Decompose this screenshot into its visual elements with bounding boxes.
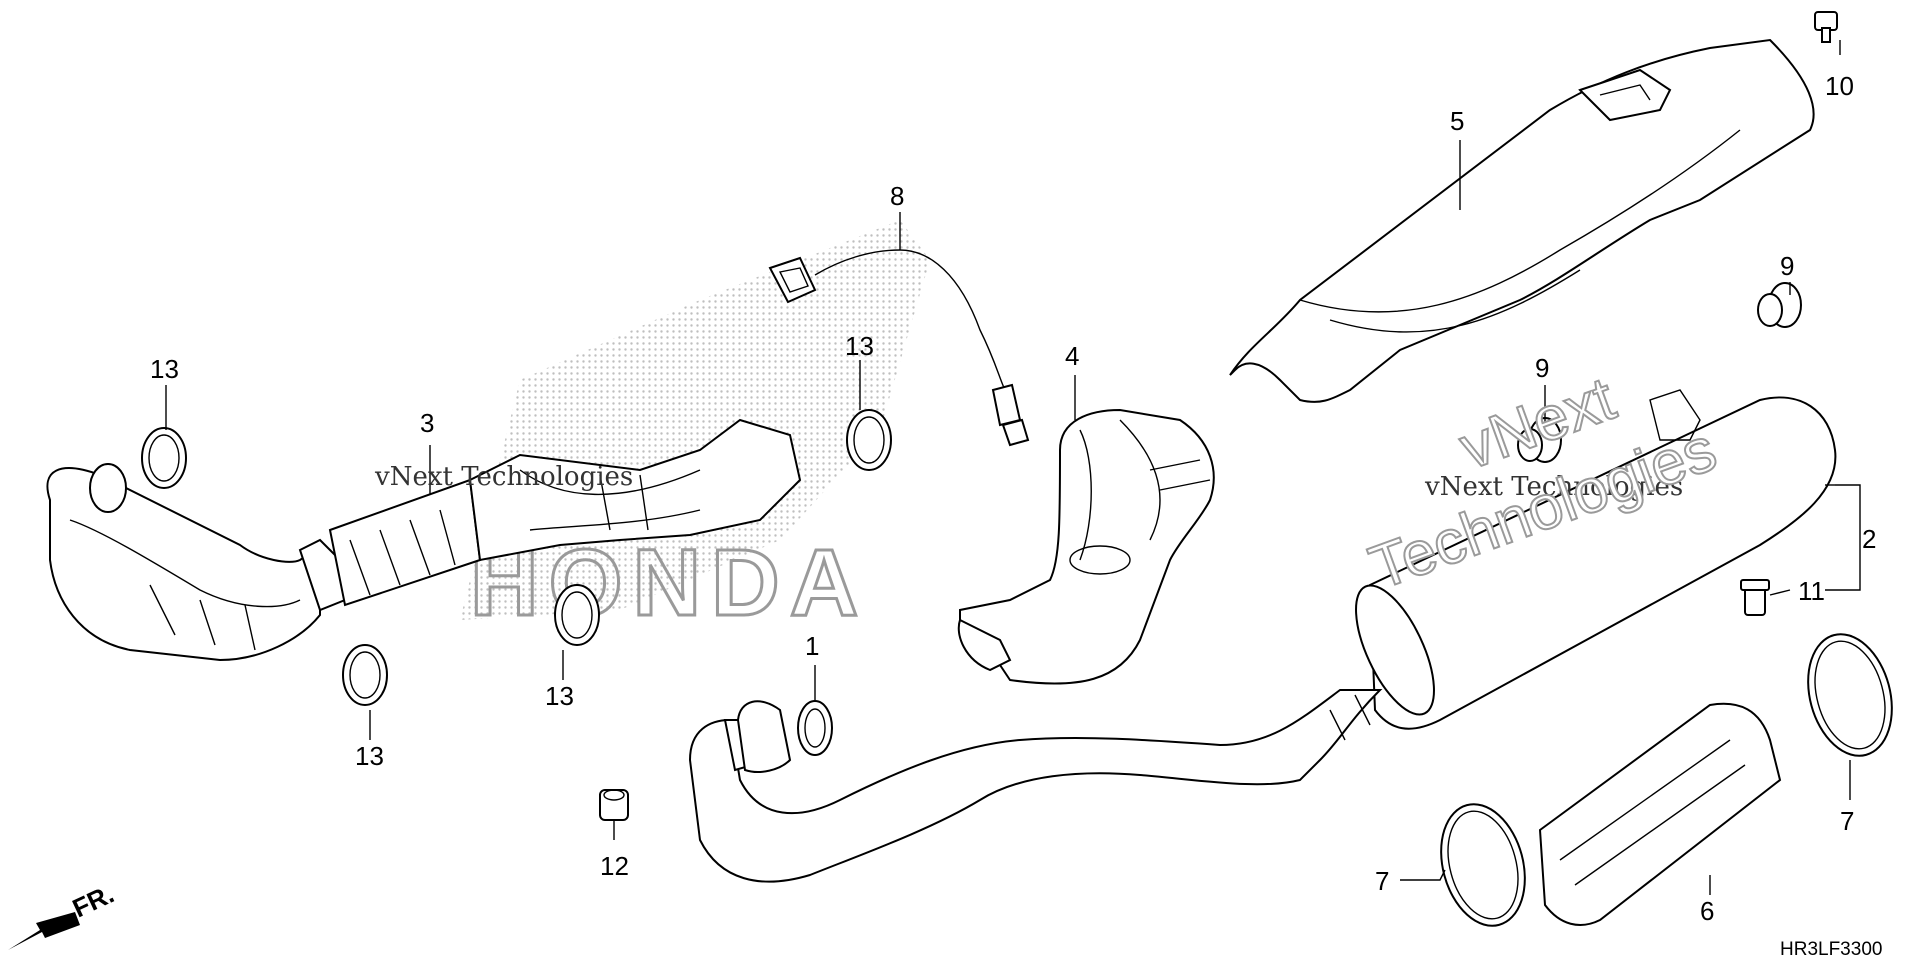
callout-12: 12 bbox=[600, 851, 629, 881]
leader-lines bbox=[165, 40, 1861, 895]
band-clamp-7-right bbox=[1807, 633, 1893, 757]
callout-13-b: 13 bbox=[845, 331, 874, 361]
callout-11: 11 bbox=[1798, 576, 1825, 606]
gasket-part bbox=[797, 700, 833, 756]
callout-13-c: 13 bbox=[545, 681, 574, 711]
callout-labels: 1 2 3 4 5 6 7 7 8 9 9 10 11 12 13 13 13 … bbox=[150, 71, 1876, 926]
callout-9-upper: 9 bbox=[1780, 251, 1794, 281]
front-pipe-part bbox=[46, 418, 802, 662]
heat-protector-part bbox=[957, 408, 1215, 685]
vnext-watermark-small-left: vNext Technologies bbox=[374, 462, 633, 492]
muffler-bolt-part bbox=[1740, 579, 1770, 616]
vnext-watermark-small-right: vNext Technologies bbox=[1424, 472, 1683, 502]
clamp-13-a bbox=[141, 427, 187, 489]
muffler-part bbox=[688, 389, 1837, 883]
callout-2: 2 bbox=[1862, 524, 1876, 554]
callout-10: 10 bbox=[1825, 71, 1854, 101]
front-arrow-icon bbox=[8, 912, 80, 950]
clamp-13-d bbox=[342, 644, 388, 706]
clamp-13-c bbox=[554, 584, 600, 646]
callout-1: 1 bbox=[805, 631, 819, 661]
rubber-mount-lower bbox=[1517, 417, 1562, 463]
flange-nut-part bbox=[599, 789, 629, 821]
rubber-mount-upper bbox=[1757, 282, 1802, 328]
callout-6: 6 bbox=[1700, 896, 1714, 926]
callout-9-lower: 9 bbox=[1535, 353, 1549, 383]
band-clamp-7-left bbox=[1440, 803, 1526, 927]
callout-13-a: 13 bbox=[150, 354, 179, 384]
callout-7-right: 7 bbox=[1840, 806, 1854, 836]
oxygen-sensor-part bbox=[768, 249, 1030, 447]
callout-7-left: 7 bbox=[1375, 866, 1389, 896]
callout-8: 8 bbox=[890, 181, 904, 211]
callout-5: 5 bbox=[1450, 106, 1464, 136]
diagram-code: HR3LF3300 bbox=[1780, 939, 1882, 960]
muffler-protector-part bbox=[1229, 38, 1815, 403]
callout-4: 4 bbox=[1065, 341, 1079, 371]
front-direction-indicator: FR. bbox=[8, 879, 119, 950]
callout-13-d: 13 bbox=[355, 741, 384, 771]
gasket-inner bbox=[804, 708, 826, 748]
clamp-13-b bbox=[846, 409, 892, 471]
heat-shield-part bbox=[1538, 702, 1782, 926]
callout-3: 3 bbox=[420, 408, 434, 438]
bolt-part bbox=[1814, 11, 1838, 43]
